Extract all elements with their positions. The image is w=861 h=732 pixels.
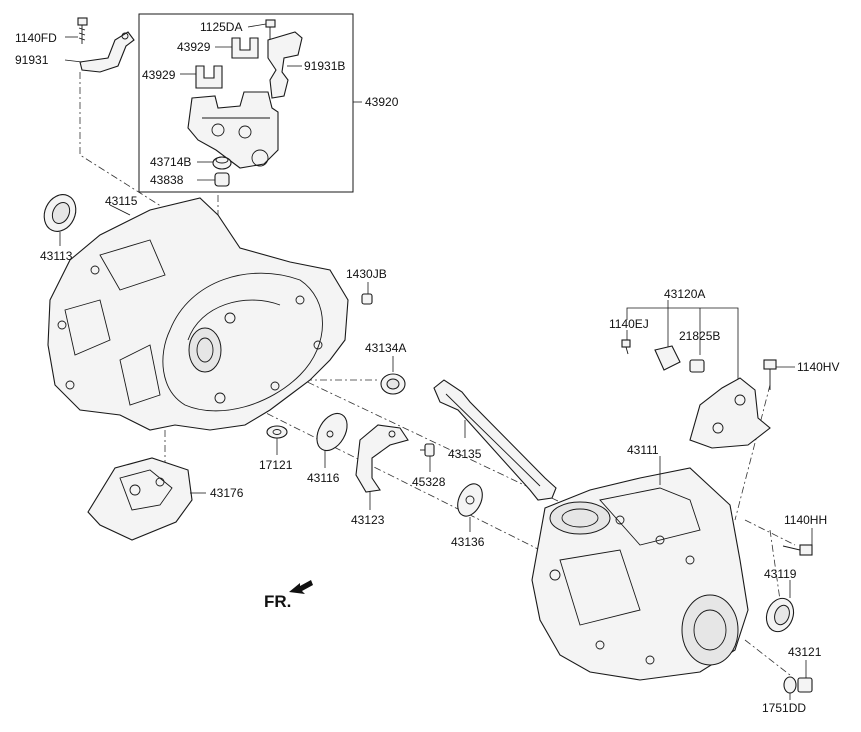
plate-43116 xyxy=(316,412,348,452)
transmission-case-43111 xyxy=(531,467,749,681)
guide-43135 xyxy=(433,379,557,501)
label-43134A: 43134A xyxy=(365,341,406,355)
label-43120A: 43120A xyxy=(664,287,705,301)
label-43121: 43121 xyxy=(788,645,822,659)
label-43116: 43116 xyxy=(307,471,340,485)
label-1430JB: 1430JB xyxy=(346,267,387,281)
label-43838: 43838 xyxy=(150,173,184,187)
label-43113: 43113 xyxy=(40,249,73,263)
bracket-group-box xyxy=(138,13,354,193)
label-43119: 43119 xyxy=(764,567,797,581)
label-91931B: 91931B xyxy=(304,59,345,73)
washer-17121 xyxy=(266,425,288,439)
label-1140HV: 1140HV xyxy=(797,360,839,374)
bracket-91931B xyxy=(267,31,303,99)
label-1140EJ: 1140EJ xyxy=(609,317,649,331)
plug-1430JB xyxy=(361,293,373,305)
seal-43134A xyxy=(380,373,406,395)
label-43115: 43115 xyxy=(105,194,138,208)
callout-labels: 1140FD 91931 1125DA 43929 43929 91931B 4… xyxy=(15,20,839,715)
label-43123: 43123 xyxy=(351,513,385,527)
label-1140FD: 1140FD xyxy=(15,31,57,45)
front-direction-arrow-icon xyxy=(289,580,313,594)
label-43176: 43176 xyxy=(210,486,244,500)
label-43920: 43920 xyxy=(365,95,399,109)
bracket-91931 xyxy=(79,31,135,73)
cap-43838 xyxy=(214,172,230,187)
bolt-1140EJ xyxy=(621,339,631,355)
mount-bracket-right xyxy=(689,377,771,449)
label-1751DD: 1751DD xyxy=(762,701,806,715)
bracket-43123 xyxy=(355,424,409,493)
front-direction-label: FR. xyxy=(264,592,291,611)
label-21825B: 21825B xyxy=(679,329,720,343)
label-43714B: 43714B xyxy=(150,155,191,169)
block-21825B xyxy=(689,359,705,373)
label-17121: 17121 xyxy=(259,458,293,472)
bolt-1140HV xyxy=(763,359,777,390)
label-43136: 43136 xyxy=(451,535,485,549)
label-1125DA: 1125DA xyxy=(200,20,242,34)
label-43929-lower: 43929 xyxy=(142,68,176,82)
seal-43113 xyxy=(43,194,77,232)
bushing-43714B xyxy=(212,156,232,170)
washer-43136 xyxy=(457,483,483,517)
clip-43929-lower xyxy=(195,65,223,89)
plug-43121 xyxy=(797,677,813,693)
clip-43929-upper xyxy=(231,37,259,59)
label-43111: 43111 xyxy=(627,443,659,457)
mount-43176 xyxy=(87,457,193,541)
bolt-1140HH xyxy=(782,544,813,556)
damper-part xyxy=(654,345,681,371)
label-45328: 45328 xyxy=(412,475,446,489)
label-43135: 43135 xyxy=(448,447,482,461)
mount-bracket xyxy=(187,91,279,169)
clutch-housing-43115 xyxy=(47,197,349,431)
bolt-1140FD xyxy=(77,17,88,44)
label-1140HH: 1140HH xyxy=(784,513,827,527)
seal-43119 xyxy=(765,597,795,633)
bolt-45328 xyxy=(420,443,435,457)
leader-lines xyxy=(59,23,813,700)
label-43929-upper: 43929 xyxy=(177,40,211,54)
label-91931: 91931 xyxy=(15,53,49,67)
washer-1751DD xyxy=(783,676,797,694)
